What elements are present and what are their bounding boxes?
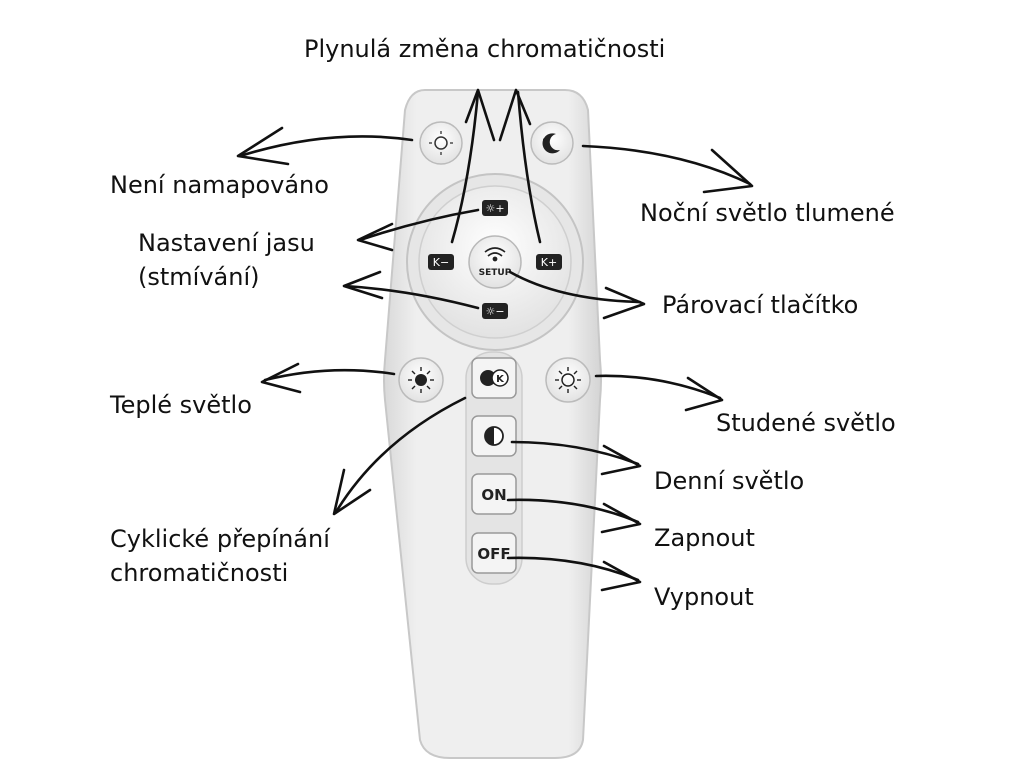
k-label: K [496,374,505,385]
arrow-cycle [334,396,467,514]
brightness-up-button[interactable]: ☼+ [482,200,508,216]
label-on: Zapnout [654,524,755,552]
arrow-brightness-down [343,284,480,310]
label-cycle-line1: Cyklické přepínání [110,525,330,553]
label-off: Vypnout [654,583,754,611]
label-smooth-chromaticity: Plynulá změna chromatičnosti [304,35,666,63]
label-brightness-line1: Nastavení jasu [138,229,315,257]
arrow-not-mapped [238,135,414,158]
arrow-top-left [450,90,480,244]
off-button[interactable]: OFF [471,532,517,574]
night-light-button[interactable] [530,121,574,165]
svg-text:K+: K+ [541,256,557,269]
wifi-icon [484,247,506,262]
cycle-color-button[interactable]: K [471,357,517,399]
day-light-button[interactable] [471,415,517,457]
color-minus-button[interactable]: K− [428,254,454,270]
cold-light-button[interactable] [545,357,591,403]
arrow-warm [263,368,396,382]
label-brightness-line2: (stmívání) [138,263,260,291]
setup-button[interactable]: SETUP [468,235,522,289]
brightness-down-button[interactable]: ☼− [482,303,508,319]
label-pairing-button: Párovací tlačítko [662,291,859,319]
warm-light-button[interactable] [398,357,444,403]
label-warm-light: Teplé světlo [110,391,252,419]
svg-text:K−: K− [433,256,449,269]
label-cold-light: Studené světlo [716,409,896,437]
color-plus-button[interactable]: K+ [536,254,562,270]
arrow-night [581,144,752,186]
not-mapped-button[interactable] [419,121,463,165]
on-button[interactable]: ON [471,473,517,515]
label-day-light: Denní světlo [654,467,805,495]
label-not-mapped: Není namapováno [110,171,329,199]
on-label: ON [481,486,506,504]
off-label: OFF [477,545,510,563]
setup-label: SETUP [479,268,512,278]
callout-arrows [236,88,754,592]
svg-text:☼+: ☼+ [485,202,504,215]
label-night-light: Noční světlo tlumené [640,199,895,227]
svg-text:☼−: ☼− [485,305,504,318]
arrow-pairing [508,270,642,304]
label-cycle-line2: chromatičnosti [110,559,289,587]
arrow-day [510,440,640,466]
arrow-cold [594,374,722,400]
button-column [465,351,523,585]
arrow-top-right [516,90,542,244]
arrow-brightness-up [358,208,480,242]
